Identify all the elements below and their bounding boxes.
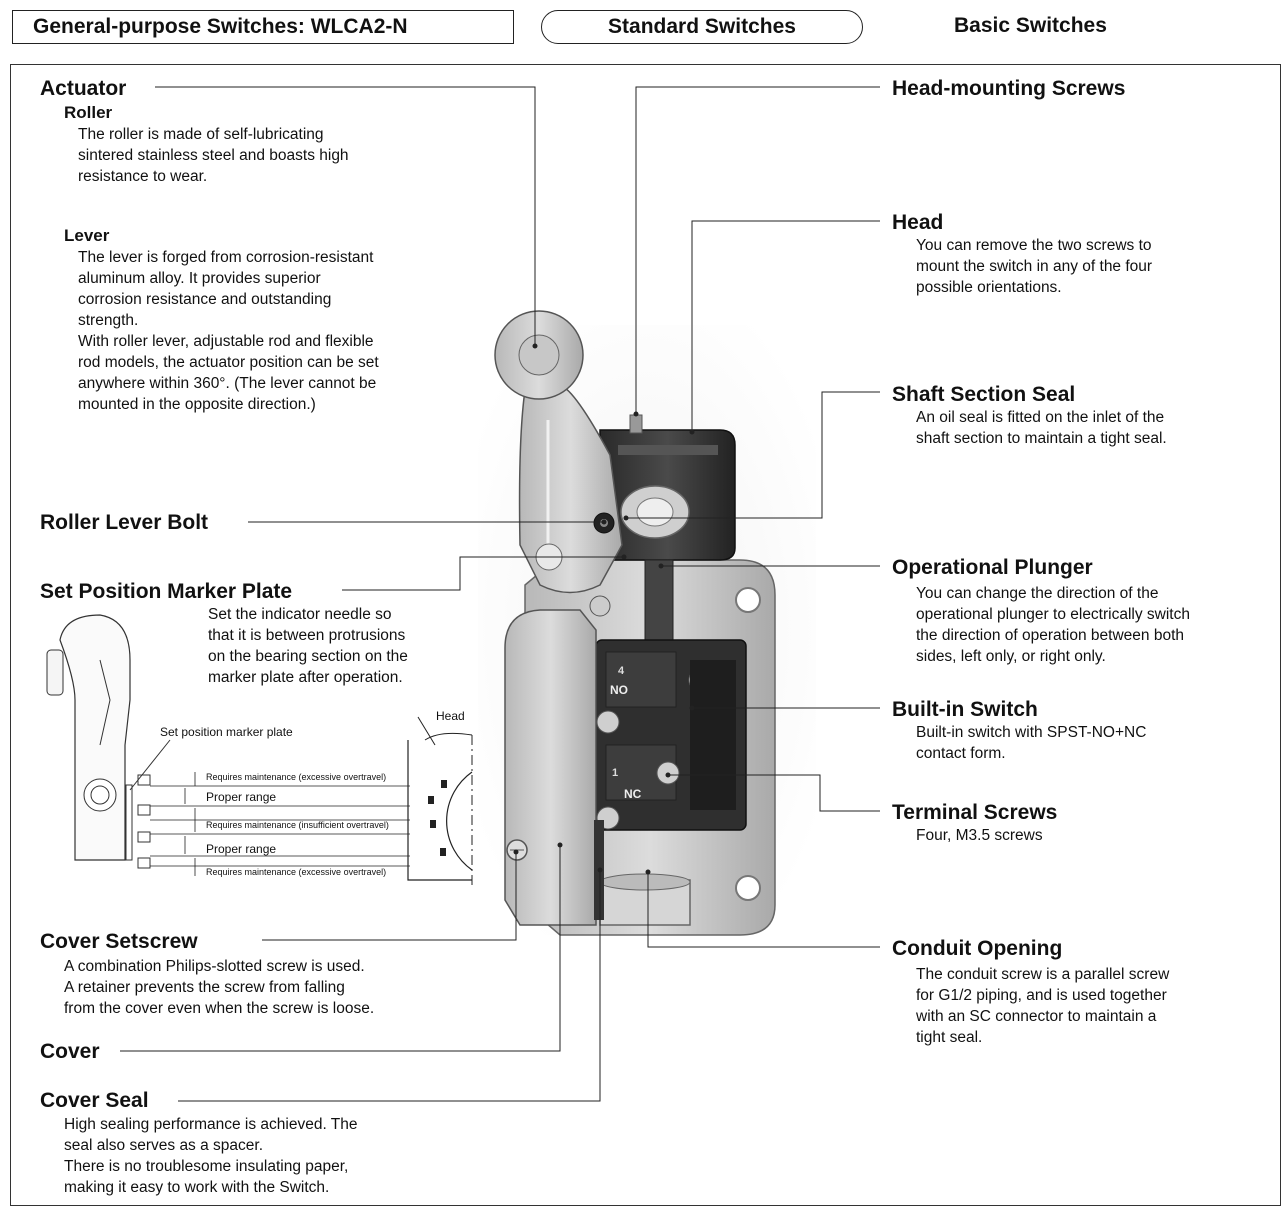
protrusion-1 (138, 775, 150, 785)
range-label-1: Requires maintenance (excessive overtrav… (206, 772, 386, 782)
cover (505, 610, 596, 925)
protrusion-4 (138, 858, 150, 868)
head-mounting-screw (630, 415, 642, 433)
roller-hub (519, 335, 559, 375)
leader-cover-setscrew (262, 852, 516, 940)
head-outline (408, 740, 472, 880)
plate-label: Set position marker plate (160, 725, 293, 739)
marker-plate-screw (590, 596, 610, 616)
leader-actuator (155, 87, 535, 346)
marker-plate-diagram: Set position marker plate Requires maint… (47, 615, 472, 885)
range-label-4: Proper range (206, 842, 276, 856)
terminal-screw-2 (597, 711, 619, 733)
shaft-inner (637, 498, 673, 526)
conduit-rim (600, 874, 690, 890)
head-label: Head (436, 709, 465, 723)
switch-side (690, 660, 736, 810)
range-label-2: Proper range (206, 790, 276, 804)
mounting-hole-top (736, 588, 760, 612)
no-mark: NO (610, 683, 628, 697)
terminal-4-mark: 4 (618, 665, 625, 677)
terminal-1-mark: 1 (612, 767, 618, 779)
protrusion-2 (138, 805, 150, 815)
range-label-3: Requires maintenance (insufficient overt… (206, 820, 389, 830)
mounting-hole-bottom (736, 876, 760, 900)
range-label-5: Requires maintenance (excessive overtrav… (206, 867, 386, 877)
lever-side-sketch (60, 615, 130, 860)
nc-mark: NC (624, 787, 642, 801)
protrusion-3 (138, 832, 150, 842)
no-block (606, 652, 676, 707)
operational-plunger (645, 560, 673, 645)
head-arc (447, 772, 472, 870)
roller-side-sketch (47, 650, 63, 695)
head-ridge (618, 445, 718, 455)
